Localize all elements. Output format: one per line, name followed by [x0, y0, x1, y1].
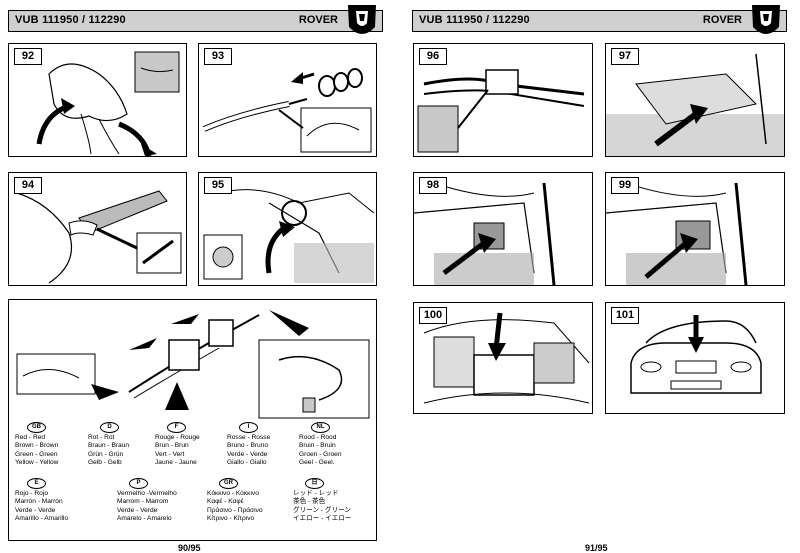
legend-group-gb: GB Red - Red Brown - Brown Green - Green…	[15, 422, 87, 467]
legend-row: Verde - Verde	[227, 450, 268, 458]
legend-group-e: E Rojo - Rojo Marrón - Marrón Verde - Ve…	[15, 478, 87, 523]
step-number: 92	[14, 48, 42, 65]
legend-row: Amarelo - Amarelo	[117, 514, 172, 522]
page-number: 91/95	[585, 543, 608, 553]
step-number: 97	[611, 48, 639, 65]
legend-row: イエロー - イエロー	[293, 514, 352, 522]
legend-row: Brun - Brun	[155, 442, 189, 450]
legend-row: Rood - Rood	[299, 434, 337, 441]
step-panel-96: 96	[413, 43, 593, 157]
legend-row: Amarillo - Amarillo	[15, 514, 69, 522]
language-code: I	[239, 422, 258, 433]
step-panel-97: 97	[605, 43, 785, 157]
legend-row: Κόκκινο - Κόκκινο	[207, 490, 259, 497]
legend-group-jp: 日 レッド - レッド 茶色 - 茶色 グリーン - グリーン イエロー - イ…	[293, 478, 365, 523]
step-number: 93	[204, 48, 232, 65]
step-panel-92: 92	[8, 43, 187, 157]
step-number: 101	[611, 307, 639, 324]
step-panel-99: 99	[605, 172, 785, 286]
legend-row: Giallo - Giallo	[227, 458, 267, 466]
legend-row: Gelb - Gelb	[88, 458, 122, 466]
page-number: 90/95	[178, 543, 201, 553]
legend-group-p: P Vermelho -Vermelho Marrom - Marrom Ver…	[117, 478, 189, 523]
legend-row: Grün - Grün	[88, 450, 124, 458]
car-front-illustration	[630, 315, 762, 394]
legend-row: Groen - Groen	[299, 450, 342, 458]
legend-row: Braun - Braun	[88, 442, 130, 450]
legend-row: Rouge - Rouge	[155, 434, 200, 441]
step-panel-95: 95	[198, 172, 377, 286]
model-code: VUB 111950 / 112290	[15, 14, 126, 26]
legend-group-f: F Rouge - Rouge Brun - Brun Vert - Vert …	[155, 422, 227, 467]
step-number: 99	[611, 177, 639, 194]
step-number: 95	[204, 177, 232, 194]
step-panel-98: 98	[413, 172, 593, 286]
step-panel-100: 100	[413, 302, 593, 414]
legend-row: 茶色 - 茶色	[293, 498, 326, 506]
language-code: GR	[219, 478, 238, 489]
footwell-illustration	[414, 182, 556, 285]
legend-row: Marrón - Marrón	[15, 498, 63, 506]
language-code: P	[129, 478, 148, 489]
legend-row: Κίτρινο - Κίτρινο	[207, 514, 255, 522]
legend-group-d: D Rot - Rot Braun - Braun Grün - Grün Ge…	[88, 422, 160, 467]
steering-column-cover-illustration	[36, 51, 180, 156]
legend-group-nl: NL Rood - Rood Bruin - Bruin Groen - Gro…	[299, 422, 371, 467]
stalk-switch-illustration	[16, 190, 182, 284]
legend-row: Green - Green	[15, 450, 58, 458]
legend-row: Marrom - Marrom	[117, 498, 169, 506]
rover-badge-icon	[752, 5, 780, 34]
legend-row: Rosse - Rosse	[227, 434, 271, 441]
legend-row: Vermelho -Vermelho	[117, 490, 177, 497]
language-code: 日	[305, 478, 324, 489]
model-code: VUB 111950 / 112290	[419, 14, 530, 26]
legend-row: Πράσινο - Πράσινο	[207, 506, 263, 514]
legend-row: Verde - Verde	[117, 506, 158, 514]
legend-row: Jaune - Jaune	[155, 458, 197, 466]
step-panel-94: 94	[8, 172, 187, 286]
step-number: 94	[14, 177, 42, 194]
legend-group-gr: GR Κόκκινο - Κόκκινο Καφέ - Καφέ Πράσινο…	[207, 478, 279, 523]
language-code: GB	[27, 422, 46, 433]
brand-name: ROVER	[702, 14, 742, 26]
left-page-header: VUB 111950 / 112290 ROVER	[8, 5, 383, 34]
legend-row: Vert - Vert	[155, 450, 185, 458]
legend-row: グリーン - グリーン	[293, 506, 351, 514]
legend-row: レッド - レッド	[293, 490, 339, 497]
language-code: NL	[311, 422, 330, 433]
legend-row: Red - Red	[15, 434, 46, 441]
floor-carpet-illustration	[606, 53, 784, 156]
legend-group-i: I Rosse - Rosse Bruno - Bruno Verde - Ve…	[227, 422, 299, 467]
brand-name: ROVER	[298, 14, 338, 26]
engine-bay-illustration	[423, 312, 590, 404]
legend-row: Geel - Geel.	[299, 458, 335, 466]
legend-row: Brown - Brown	[15, 442, 59, 450]
language-code: E	[27, 478, 46, 489]
legend-row: Rot - Rot	[88, 434, 115, 441]
step-number: 100	[419, 307, 447, 324]
step-panel-93: 93	[198, 43, 377, 157]
legend-row: Καφέ - Καφέ	[207, 498, 244, 506]
wiring-connector-panel: GB Red - Red Brown - Brown Green - Green…	[8, 299, 377, 541]
language-code: F	[167, 422, 186, 433]
language-code: D	[100, 422, 119, 433]
wire-color-legend: GB Red - Red Brown - Brown Green - Green…	[15, 422, 376, 532]
step-panel-101: 101	[605, 302, 785, 414]
legend-row: Rojo - Rojo	[15, 490, 48, 497]
steering-column-underside-illustration	[203, 189, 375, 283]
legend-row: Verde - Verde	[15, 506, 56, 514]
rover-badge-icon	[348, 5, 376, 34]
footwell-fitting-illustration	[606, 182, 748, 285]
step-number: 98	[419, 177, 447, 194]
step-number: 96	[419, 48, 447, 65]
legend-row: Bruno - Bruno	[227, 442, 269, 450]
harness-connector-illustration	[417, 69, 585, 153]
legend-row: Yellow - Yellow	[15, 458, 59, 466]
right-page-header: VUB 111950 / 112290 ROVER	[412, 5, 787, 34]
wiring-loom-illustration	[16, 310, 370, 419]
legend-row: Bruin - Bruin	[299, 442, 336, 450]
grommet-cable-illustration	[202, 68, 372, 153]
